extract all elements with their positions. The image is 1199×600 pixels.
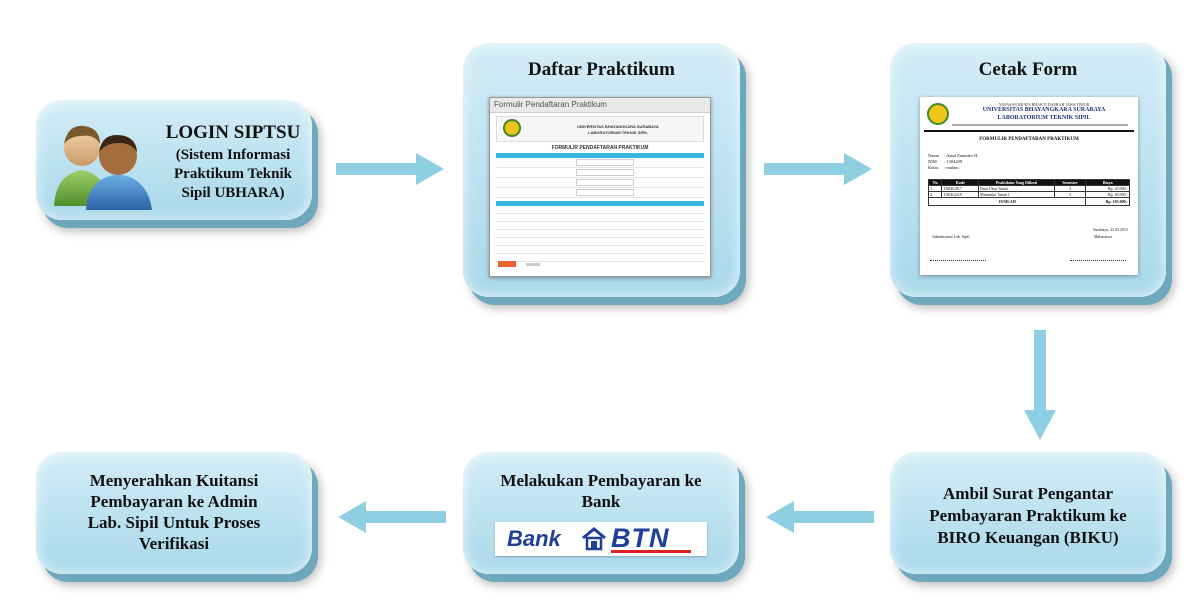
table-total-row: JUMLAH Rp. 105.000,- — [927, 197, 1130, 206]
serah-step-box: Menyerahkan Kuitansi Pembayaran ke Admin… — [36, 452, 312, 574]
serah-text-line: Menyerahkan Kuitansi — [89, 471, 259, 490]
bank-btn-logo: Bank BTN — [495, 522, 707, 556]
house-icon — [582, 527, 606, 551]
total-value: Rp. 105.000,- — [1085, 197, 1130, 206]
serah-text-line: Lab. Sipil Untuk Proses — [87, 513, 261, 532]
form-window-title: Formulir Pendaftaran Praktikum — [490, 98, 710, 113]
student-fields: Nama : Aand Zamzahr H. NIM : 1304209 Kelas… — [928, 153, 979, 171]
login-subtitle-line: Sipil UBHARA) — [181, 185, 285, 201]
bayar-text-line: Melakukan Pembayaran ke — [500, 471, 702, 490]
total-label: JUMLAH — [927, 197, 1087, 206]
daftar-step-box: Daftar Praktikum Formulir Pendaftaran Pr… — [463, 43, 740, 297]
cancel-link[interactable] — [526, 263, 540, 266]
login-step-box: LOGIN SIPTSU (Sistem Informasi Praktikum… — [36, 100, 312, 220]
arrow-left-icon — [766, 501, 874, 533]
cetak-title: Cetak Form — [978, 59, 1078, 80]
bayar-text-line: Bank — [581, 492, 621, 511]
login-title: LOGIN SIPTSU — [165, 122, 301, 143]
bank-name: BTN — [611, 523, 670, 553]
ambil-text: Ambil Surat Pengantar Pembayaran Praktik… — [894, 483, 1162, 549]
arrow-left-icon — [338, 501, 446, 533]
field-label: NIM — [928, 159, 937, 164]
arrow-right-icon — [764, 153, 872, 185]
login-subtitle-line: Praktikum Teknik — [174, 166, 292, 182]
logo-icon — [927, 103, 949, 125]
login-subtitle: (Sistem Informasi Praktikum Teknik Sipil… — [158, 146, 308, 203]
arrow-right-icon — [336, 153, 444, 185]
praktikum-table: No Kode Praktikum Yang Diikuti Semester … — [927, 179, 1130, 206]
arrow-down-icon — [1024, 330, 1056, 440]
lab-name: LABORATORIUM TEKNIK SIPIL — [588, 130, 648, 135]
field-value: : malam — [944, 165, 959, 170]
printed-form-screenshot: YAYASAN BRATA BHAKTI DAERAH JAWA TIMUR U… — [920, 97, 1138, 275]
bayar-step-box: Melakukan Pembayaran ke Bank Bank BTN — [463, 452, 739, 574]
cetak-step-box: Cetak Form YAYASAN BRATA BHAKTI DAERAH J… — [890, 43, 1166, 297]
users-icon — [54, 125, 152, 210]
ambil-text-line: Ambil Surat Pengantar — [943, 484, 1113, 503]
ambil-text-line: BIRO Keuangan (BIKU) — [937, 528, 1119, 547]
bank-word: Bank — [507, 526, 561, 551]
ambil-text-line: Pembayaran Praktikum ke — [929, 506, 1127, 525]
field-value: : 1304209 — [944, 159, 963, 164]
submit-button[interactable] — [498, 261, 516, 267]
student-signature-label: Mahasiswa — [1094, 234, 1112, 239]
serah-text-line: Pembayaran ke Admin — [90, 492, 258, 511]
admin-signature-label: Administrasi Lab. Sipil — [932, 234, 970, 239]
lab-name: LABORATORIUM TEKNIK SIPIL — [997, 115, 1091, 121]
field-label: Kelas — [928, 165, 939, 170]
bayar-text: Melakukan Pembayaran ke Bank — [467, 470, 735, 512]
serah-text: Menyerahkan Kuitansi Pembayaran ke Admin… — [40, 470, 308, 554]
place-date: Surabaya, 21.03.2015 — [1093, 227, 1128, 232]
serah-text-line: Verifikasi — [138, 534, 210, 553]
registration-form-screenshot: Formulir Pendaftaran Praktikum UNIVERSIT… — [489, 97, 711, 277]
institution-name: UNIVERSITAS BHAYANGKARA SURABAYA — [982, 107, 1106, 113]
institution-name: UNIVERSITAS BHAYANGKARA SURABAYA — [577, 124, 659, 129]
form-heading: FORMULIR PENDAFTARAN PRAKTIKUM — [551, 145, 649, 151]
foundation-name: YAYASAN BRATA BHAKTI DAERAH JAWA TIMUR — [998, 102, 1090, 107]
daftar-title: Daftar Praktikum — [528, 59, 675, 80]
form-heading: FORMULIR PENDAFTARAN PRAKTIKUM — [979, 137, 1079, 142]
login-subtitle-line: (Sistem Informasi — [175, 147, 291, 163]
field-label: Nama — [928, 153, 939, 158]
field-value: : Aand Zamzahr H. — [944, 153, 979, 158]
logo-icon — [503, 119, 521, 137]
ambil-step-box: Ambil Surat Pengantar Pembayaran Praktik… — [890, 452, 1166, 574]
